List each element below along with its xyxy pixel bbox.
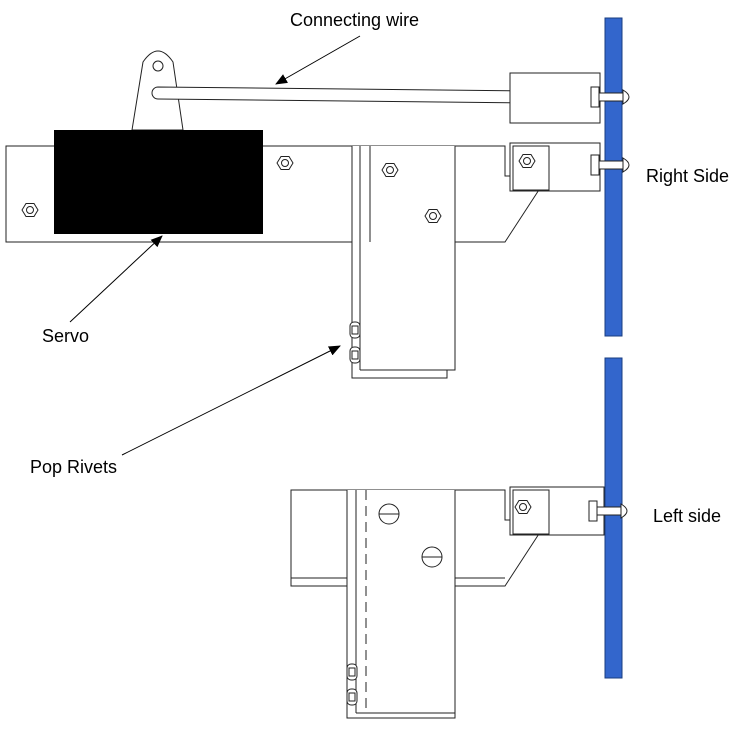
bolt <box>590 86 630 108</box>
right-side-bar <box>604 17 623 337</box>
bottom-bracket <box>509 486 605 536</box>
upper-bracket <box>509 72 601 124</box>
pop-rivet <box>346 663 358 681</box>
pop-rivets-label: Pop Rivets <box>30 457 117 477</box>
connecting-wire-arrow <box>275 35 361 85</box>
screw-head <box>421 546 443 568</box>
pop-rivet <box>349 321 361 339</box>
bolt <box>590 154 630 176</box>
connecting-wire <box>151 86 537 104</box>
bolt <box>588 500 628 522</box>
servo-arrow <box>69 235 163 323</box>
left-side-bar <box>604 357 623 679</box>
hex-nut <box>21 203 39 217</box>
pop-rivet <box>346 688 358 706</box>
connecting-wire-label: Connecting wire <box>290 10 419 30</box>
hex-nut <box>276 156 294 170</box>
bottom-vertical-channel <box>346 490 456 719</box>
hex-nut <box>381 163 399 177</box>
left-side-label: Left side <box>653 506 721 526</box>
pop-rivet <box>349 346 361 364</box>
lower-bracket <box>509 142 601 192</box>
servo-body <box>54 130 263 234</box>
right-side-label: Right Side <box>646 166 729 186</box>
pop-rivets-arrow <box>121 345 341 456</box>
screw-head <box>378 503 400 525</box>
servo-label: Servo <box>42 326 89 346</box>
hex-nut <box>424 209 442 223</box>
top-vertical-channel <box>351 146 456 379</box>
